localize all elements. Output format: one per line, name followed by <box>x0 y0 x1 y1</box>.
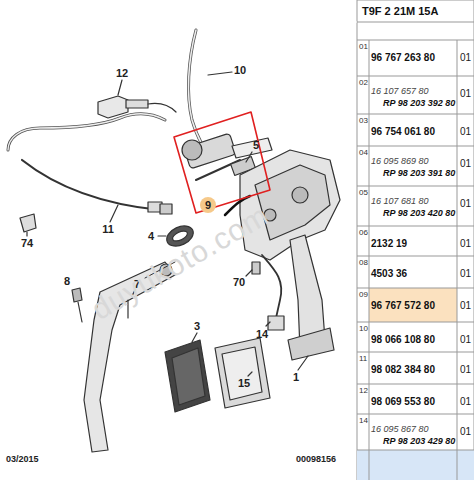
spacer <box>0 22 357 23</box>
callout-number: 4 <box>147 230 155 242</box>
part-number: RP 98 203 392 80 <box>383 99 455 109</box>
table-rule <box>357 450 474 451</box>
row-index: 05 <box>359 189 368 198</box>
part-number: 98 069 553 80 <box>371 396 435 407</box>
part-number: 4503 36 <box>371 268 407 279</box>
row-index: 14 <box>359 417 368 426</box>
callout-number: 14 <box>255 328 269 340</box>
part-number: RP 98 203 429 80 <box>383 437 455 447</box>
part-number: 16 095 869 80 <box>371 157 429 167</box>
row-index: 04 <box>359 149 368 158</box>
row-index: 12 <box>359 387 368 396</box>
table-rule <box>357 322 474 323</box>
quantity: 01 <box>460 52 471 63</box>
callout-number: 70 <box>232 276 246 288</box>
callout-number: 15 <box>237 377 251 389</box>
row-index: 01 <box>359 43 368 52</box>
quantity: 01 <box>460 334 471 345</box>
row-selected <box>357 450 474 480</box>
row-index: 02 <box>359 79 368 88</box>
row-index: 08 <box>359 259 368 268</box>
quantity: 01 <box>460 396 471 407</box>
quantity: 01 <box>460 238 471 249</box>
table-rule <box>357 414 474 415</box>
table-rule <box>357 384 474 385</box>
part-number: 98 082 384 80 <box>371 364 435 375</box>
table-rule <box>357 114 474 115</box>
drawing-number: 00098156 <box>296 455 336 465</box>
table-rule <box>357 288 474 289</box>
part-number: 96 767 572 80 <box>371 300 435 311</box>
quantity: 01 <box>460 126 471 137</box>
quantity: 01 <box>460 268 471 279</box>
callout-number: 8 <box>63 275 71 287</box>
table-header: T9F 2 21M 15A <box>362 5 438 17</box>
table-rule <box>357 22 474 23</box>
quantity: 01 <box>460 300 471 311</box>
callout-number: 12 <box>115 67 129 79</box>
callout-number: 11 <box>101 223 115 235</box>
table-rule <box>357 76 474 77</box>
quantity: 01 <box>460 364 471 375</box>
part-number: 16 107 657 80 <box>371 87 429 97</box>
part-number: RP 98 203 391 80 <box>383 169 455 179</box>
row-index: 09 <box>359 291 368 300</box>
quantity: 01 <box>460 426 471 437</box>
part-number: 98 066 108 80 <box>371 334 435 345</box>
callout-number: 5 <box>252 139 260 151</box>
part-number: 96 767 263 80 <box>371 52 435 63</box>
table-rule <box>357 186 474 187</box>
part-number: 16 095 867 80 <box>371 425 429 435</box>
row-index: 11 <box>359 355 367 364</box>
row-highlight <box>369 288 457 322</box>
date-code: 03/2015 <box>6 455 39 465</box>
table-rule <box>357 40 474 41</box>
table-rule <box>369 40 370 480</box>
part-number: 96 754 061 80 <box>371 126 435 137</box>
table-rule <box>457 40 458 480</box>
callout-number: 9 <box>204 199 212 211</box>
table-rule <box>357 256 474 257</box>
row-index: 06 <box>359 229 368 238</box>
part-number: 2132 19 <box>371 238 407 249</box>
callout-number: 74 <box>20 237 34 249</box>
quantity: 01 <box>460 158 471 169</box>
callout-number: 3 <box>193 320 201 332</box>
part-number: RP 98 203 420 80 <box>383 209 455 219</box>
watermark: duyukoto.com <box>86 198 275 326</box>
table-rule <box>357 226 474 227</box>
row-index: 10 <box>359 325 368 334</box>
quantity: 01 <box>460 198 471 209</box>
table-frame <box>357 0 474 480</box>
callout-number: 10 <box>233 64 247 76</box>
table-rule <box>357 146 474 147</box>
callout-number: 1 <box>292 371 300 383</box>
quantity: 01 <box>460 88 471 99</box>
part-number: 16 107 681 80 <box>371 197 429 207</box>
row-index: 03 <box>359 117 368 126</box>
table-rule <box>357 352 474 353</box>
